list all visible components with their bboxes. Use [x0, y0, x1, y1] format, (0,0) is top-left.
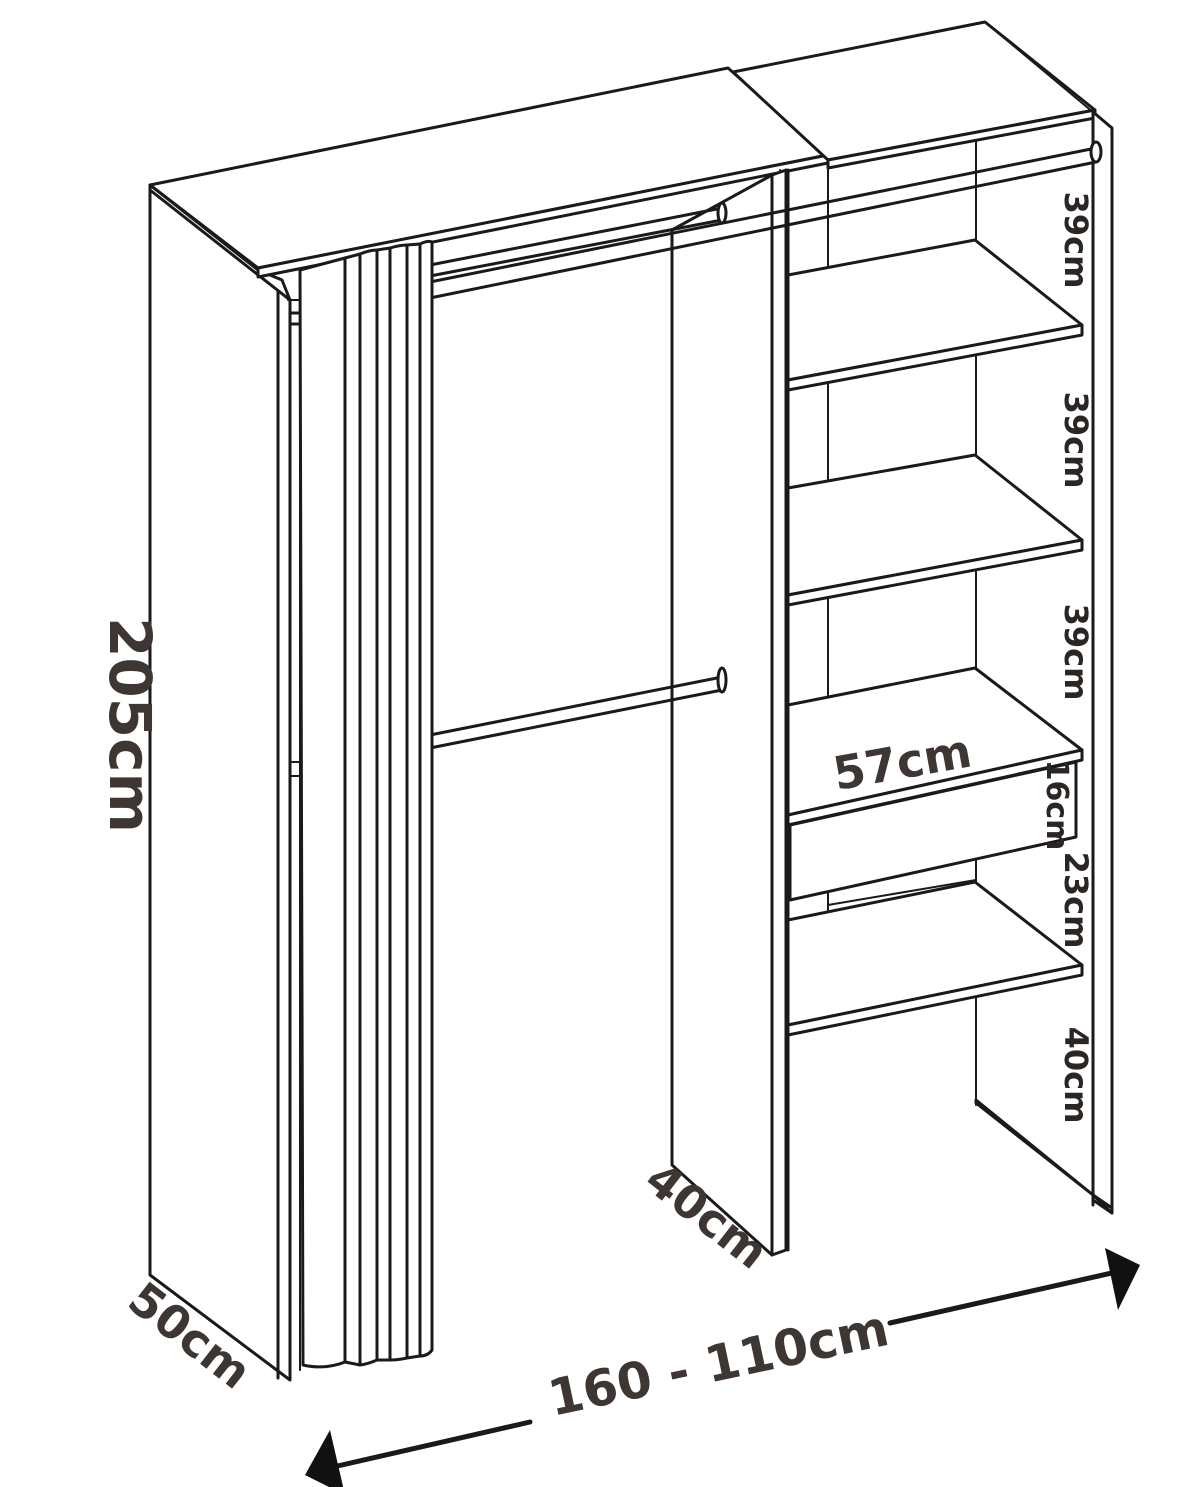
width-arrow [305, 1248, 1140, 1487]
gap2-label: 39cm [1057, 392, 1095, 489]
rod-top-short [428, 201, 728, 278]
width-label: 160 - 110cm [543, 1299, 894, 1428]
arrow-left-head [305, 1430, 344, 1487]
gap5-label: 40cm [1057, 1027, 1095, 1124]
shelf-2 [786, 453, 1084, 607]
shelf-1 [786, 238, 1084, 392]
center-divider-panel [670, 168, 788, 1257]
curtain [298, 239, 434, 1369]
arrow-right-head [1105, 1248, 1140, 1310]
left-side-panel [148, 183, 301, 1382]
rod-lower [428, 666, 728, 750]
shelf-3-drawer [786, 666, 1084, 906]
rod-left-lower [289, 761, 301, 777]
shelf-4 [786, 880, 1084, 1037]
top-panel-right [731, 20, 1113, 170]
gap3-label: 39cm [1057, 604, 1095, 701]
right-side-panel [974, 110, 1114, 1215]
height-label: 205cm [96, 617, 164, 833]
drawer-height-label: 16cm [1039, 760, 1074, 851]
gap1-label: 39cm [1057, 192, 1095, 289]
gap4-label: 23cm [1057, 852, 1095, 949]
rod-top-long [428, 140, 1103, 300]
